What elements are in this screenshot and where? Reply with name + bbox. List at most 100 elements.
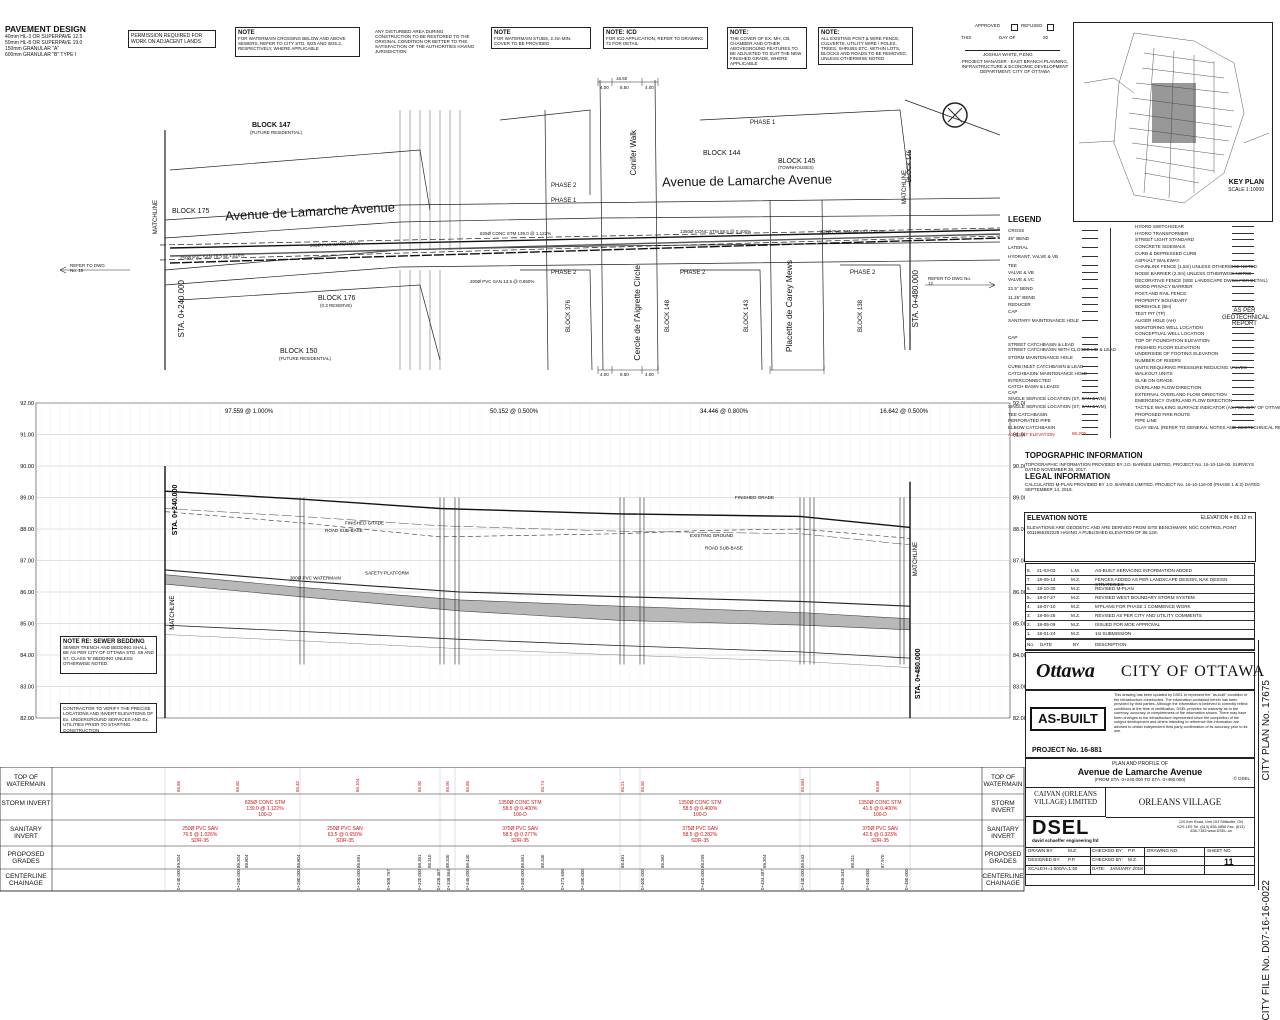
as-built-elevation-value: 86.205 — [1072, 431, 1087, 436]
legend-item-right: FINISHED FLOOR ELEVATION — [1135, 344, 1200, 350]
legend-item: STREET CATCHBASIN WITH CLOSED LID & LEAD — [1008, 347, 1116, 352]
block-143: BLOCK 143 — [744, 300, 750, 333]
approved-checkbox[interactable] — [1011, 24, 1018, 31]
block-175: BLOCK 175 — [172, 208, 210, 215]
legend-symbol-right — [1232, 353, 1254, 355]
sanitary-pipe-b: SDR-35 — [336, 837, 354, 844]
legend-symbol — [1082, 349, 1098, 350]
legend-item-right: NUMBER OF RISERS — [1135, 358, 1181, 363]
sheet-no-label: SHEET NO. — [1207, 848, 1232, 853]
legend-item-right: POST AND RAIL FENCE — [1135, 291, 1187, 296]
legend-symbol-right — [1232, 232, 1254, 234]
project-no: PROJECT No. 16-881 — [1032, 747, 1103, 754]
legend-item-right: DECORATIVE FENCE (SEE LANDSCAPE DWGS FOR… — [1135, 277, 1268, 283]
refer-left[interactable]: REFER TO DWG No. 10 — [70, 263, 105, 273]
revision-no: 5. — [1027, 595, 1031, 600]
firm-logo: DSEL — [1032, 817, 1090, 839]
block-148: BLOCK 148 — [665, 300, 671, 333]
legend-item-right: WOOD PRIVACY BARRIER — [1135, 284, 1193, 290]
city-plan-no: CITY PLAN No. 17675 — [1261, 680, 1272, 781]
legend-item-right: OVERLAND FLOW DIRECTION — [1135, 384, 1202, 390]
legend-symbol — [1082, 272, 1098, 273]
legend-item: TEE — [1008, 263, 1017, 268]
revision-by: M.Z. — [1071, 577, 1081, 582]
note-text: THE COVER OF EX. MH, CB, CHAMBER AND OTH… — [730, 36, 802, 66]
legend-symbol — [1082, 238, 1098, 239]
refused-checkbox[interactable] — [1047, 24, 1054, 31]
refer-right[interactable]: REFER TO DWG No. 12 — [928, 276, 972, 286]
storm-pipe-b: 100-D — [873, 811, 887, 818]
proposed-grade-value: 88.543 — [800, 854, 805, 868]
legend-title: LEGEND — [1008, 215, 1042, 224]
legend-symbol-right — [1232, 339, 1254, 341]
legend-symbol-right — [1232, 259, 1254, 261]
legend-item: LATERAL — [1008, 245, 1029, 250]
chainage-value: 0+308.757 — [386, 869, 391, 890]
sanitary-pipe-t: 375Ø PVC SAN — [502, 826, 538, 832]
legend-symbol — [1082, 414, 1098, 415]
rev-head-by: BY — [1073, 642, 1080, 647]
legend-symbol-right — [1232, 313, 1254, 315]
checked-by-2: M.Z. — [1128, 857, 1138, 862]
legend-symbol — [1082, 420, 1098, 421]
legend-item-right: UNITS REQUIRING PRESSURE REDUCING VALVES — [1135, 364, 1247, 370]
legend-symbol-right — [1232, 286, 1254, 288]
proposed-grade-value: 88.330 — [540, 854, 545, 868]
y-tick-label-right: 87.00 — [1013, 559, 1025, 565]
grade-slope-label: 34.446 @ 0.800% — [700, 409, 749, 415]
y-tick-label-right: 88.00 — [1013, 527, 1025, 533]
topo-title: TOPOGRAPHIC INFORMATION — [1025, 451, 1143, 460]
proposed-grade-value: 88.804 — [296, 854, 301, 868]
legend-symbol — [1082, 366, 1098, 367]
designed-by-label: DESIGNED BY: — [1028, 857, 1061, 862]
proposed-grade-value: 88.481 — [620, 854, 625, 868]
watermain-value: 86.85 — [176, 781, 181, 792]
matchline-right: MATCHLINE — [902, 170, 908, 205]
legend-item-right: CHAINLINK FENCE (1.5m) UNLESS OTHERWISE … — [1135, 264, 1257, 270]
revision-no: 1. — [1027, 631, 1031, 636]
legend-symbol — [1082, 373, 1098, 374]
firm-address: 120 Iber Road, Unit 103 Stittsville, ON … — [1177, 820, 1245, 834]
legend-item-right: HYDRO TRANSFORMER — [1135, 230, 1189, 236]
pavement-line: 600mm GRANULAR "B" TYPE I — [5, 52, 77, 58]
band-label-right: TOP OF WATERMAIN — [983, 773, 1023, 788]
note-title: NOTE — [494, 30, 511, 36]
sanitary-pipe-b: SDR-35 — [191, 837, 209, 844]
legend-symbol-right — [1232, 346, 1254, 348]
profile-callout: 300Ø PVC WATERMAIN — [290, 575, 341, 580]
sewer-bedding-title: NOTE RE: SEWER BEDDING — [63, 639, 145, 645]
as-built-block: AS-BUILT PROJECT No. 16-881 This drawing… — [1025, 690, 1255, 758]
proposed-grade-value: 88.311 — [850, 854, 855, 868]
designed-by: P.P. — [1068, 857, 1076, 862]
watermain-value: 85.85 — [465, 781, 470, 792]
band-label-left: STORM INVERT — [1, 800, 51, 807]
legend-symbol-right — [1232, 252, 1254, 254]
sanitary-pipe-b: SDR-35 — [691, 837, 709, 844]
revision-table — [1025, 563, 1255, 651]
sheet-no: 11 — [1224, 857, 1234, 867]
proposed-grade-value: 88.310 — [427, 854, 432, 868]
note-watermain-stubs: NOTE FOR WATERMAIN STUBS, 2.4m MIN. COVE… — [491, 27, 591, 49]
note-disturbed-area: ANY DISTURBED AREA DURING CONSTRUCTION T… — [373, 27, 481, 61]
revision-by: M.Z. — [1071, 613, 1081, 618]
legend-item: PERFORATED PIPE — [1008, 418, 1051, 423]
note-permission: PERMISSION REQUIRED FOR WORK ON ADJACENT… — [128, 30, 216, 48]
sanitary-pipe-a: 76.5 @ 1.026% — [182, 831, 218, 838]
sanitary-pipe-b: SDR-35 — [511, 837, 529, 844]
watermain-value: 85.584 — [800, 778, 805, 792]
legend-item-right: TOP OF FOUNDATION ELEVATION — [1135, 337, 1210, 343]
legend-item-right: EXTERNAL OVERLAND FLOW DIRECTION — [1135, 391, 1227, 397]
proposed-grade-value: 88.804 — [244, 854, 249, 868]
legend-item-right: HYDRO SWITCHGEAR — [1135, 224, 1185, 229]
legend-item-right: PROPERTY BOUNDARY — [1135, 297, 1188, 303]
rev-head-desc: DESCRIPTION — [1095, 642, 1127, 647]
matchline-label-left: MATCHLINE — [170, 596, 176, 630]
legend-item: CAP — [1008, 390, 1018, 395]
note-text: ALL EXISTING POST & WIRE FENCE, CULVERTS… — [821, 36, 907, 61]
